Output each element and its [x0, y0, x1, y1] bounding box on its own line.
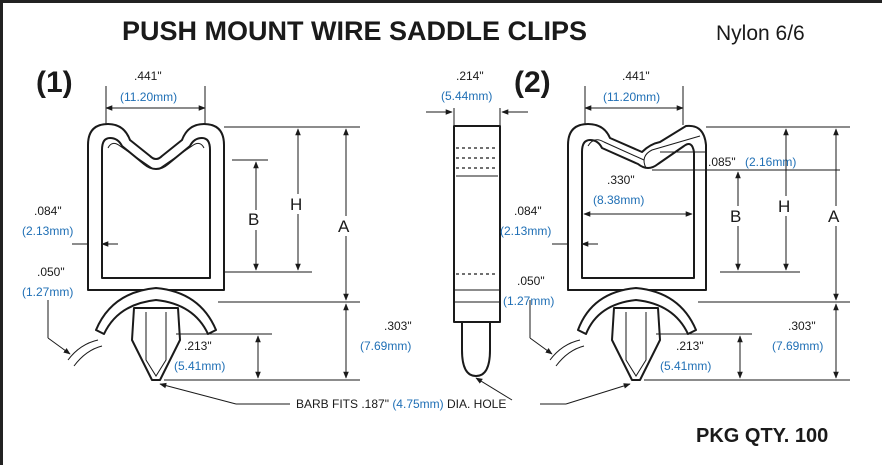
clip-1-wings — [95, 287, 217, 335]
clip-2-base-mm: (1.27mm) — [503, 294, 554, 308]
clip-2-wall-in: .084" — [514, 204, 542, 218]
clip-2-barb — [611, 307, 661, 381]
frame-top-border — [0, 0, 882, 3]
clip-1-stem-mm: (7.69mm) — [360, 339, 411, 353]
clip-1-label: (1) — [36, 66, 73, 99]
clip-2-label: (2) — [514, 66, 551, 99]
clip-2-wall-mm: (2.13mm) — [500, 224, 551, 238]
clip-2-dim-a: A — [828, 207, 840, 226]
side-thickness-in: .214" — [456, 69, 484, 83]
clip-1-dim-a: A — [338, 217, 350, 236]
clip-1-barb — [131, 307, 181, 381]
clip-2-base-in: .050" — [517, 274, 545, 288]
clip-1-dim-h: H — [290, 195, 302, 214]
clip-2-inner-mm: (8.38mm) — [593, 193, 644, 207]
clip-2-gap-mm: (2.16mm) — [745, 155, 796, 169]
clip-1-width-mm: (11.20mm) — [120, 90, 177, 104]
clip-2-width-in: .441" — [622, 69, 650, 83]
clip-2-stem-in: .303" — [788, 319, 816, 333]
side-view-drawing: .214" (5.44mm) — [426, 69, 528, 401]
clip-2-drawing: (2) .441" (11.20mm) .085" (2.16mm) — [500, 66, 850, 381]
clip-1-width-in: .441" — [134, 69, 162, 83]
clip-2-inner-in: .330" — [607, 173, 635, 187]
clip-1-base-in: .050" — [37, 265, 65, 279]
clip-1-dim-b: B — [248, 210, 259, 229]
clip-2-stem-mm: (7.69mm) — [772, 339, 823, 353]
barb-note-text: BARB FITS .187" (4.75mm) DIA. HOLE — [296, 397, 506, 411]
clip-2-wings — [577, 287, 697, 335]
clip-2-gap-in: .085" — [708, 155, 736, 169]
clip-1-stem-in: .303" — [384, 319, 412, 333]
side-view-body — [453, 125, 501, 323]
clip-2-barb-h-mm: (5.41mm) — [660, 359, 711, 373]
frame-left-border — [0, 0, 3, 465]
barb-note-suffix: DIA. HOLE — [447, 397, 506, 411]
clip-2-barb-h-in: .213" — [676, 339, 704, 353]
clip-1-wall-in: .084" — [34, 204, 62, 218]
clip-2-dim-b: B — [730, 207, 741, 226]
pkg-qty-label: PKG QTY. 100 — [696, 425, 828, 447]
clip-1-barb-h-in: .213" — [184, 339, 212, 353]
barb-note-mm: (4.75mm) — [392, 397, 443, 411]
clip-2-dim-h: H — [778, 197, 790, 216]
side-thickness-mm: (5.44mm) — [441, 89, 492, 103]
material-label: Nylon 6/6 — [716, 22, 805, 45]
side-view-barb — [461, 321, 491, 377]
barb-note-prefix: BARB FITS .187" — [296, 397, 389, 411]
clip-1-wall-mm: (2.13mm) — [22, 224, 73, 238]
page-title: PUSH MOUNT WIRE SADDLE CLIPS — [122, 16, 587, 46]
barb-note: BARB FITS .187" (4.75mm) DIA. HOLE — [159, 382, 631, 411]
clip-2-width-mm: (11.20mm) — [603, 90, 660, 104]
clip-1-drawing: (1) .441" (11.20mm) .084" (2.13m — [22, 66, 412, 381]
clip-1-base-mm: (1.27mm) — [22, 285, 73, 299]
clip-1-barb-h-mm: (5.41mm) — [174, 359, 225, 373]
